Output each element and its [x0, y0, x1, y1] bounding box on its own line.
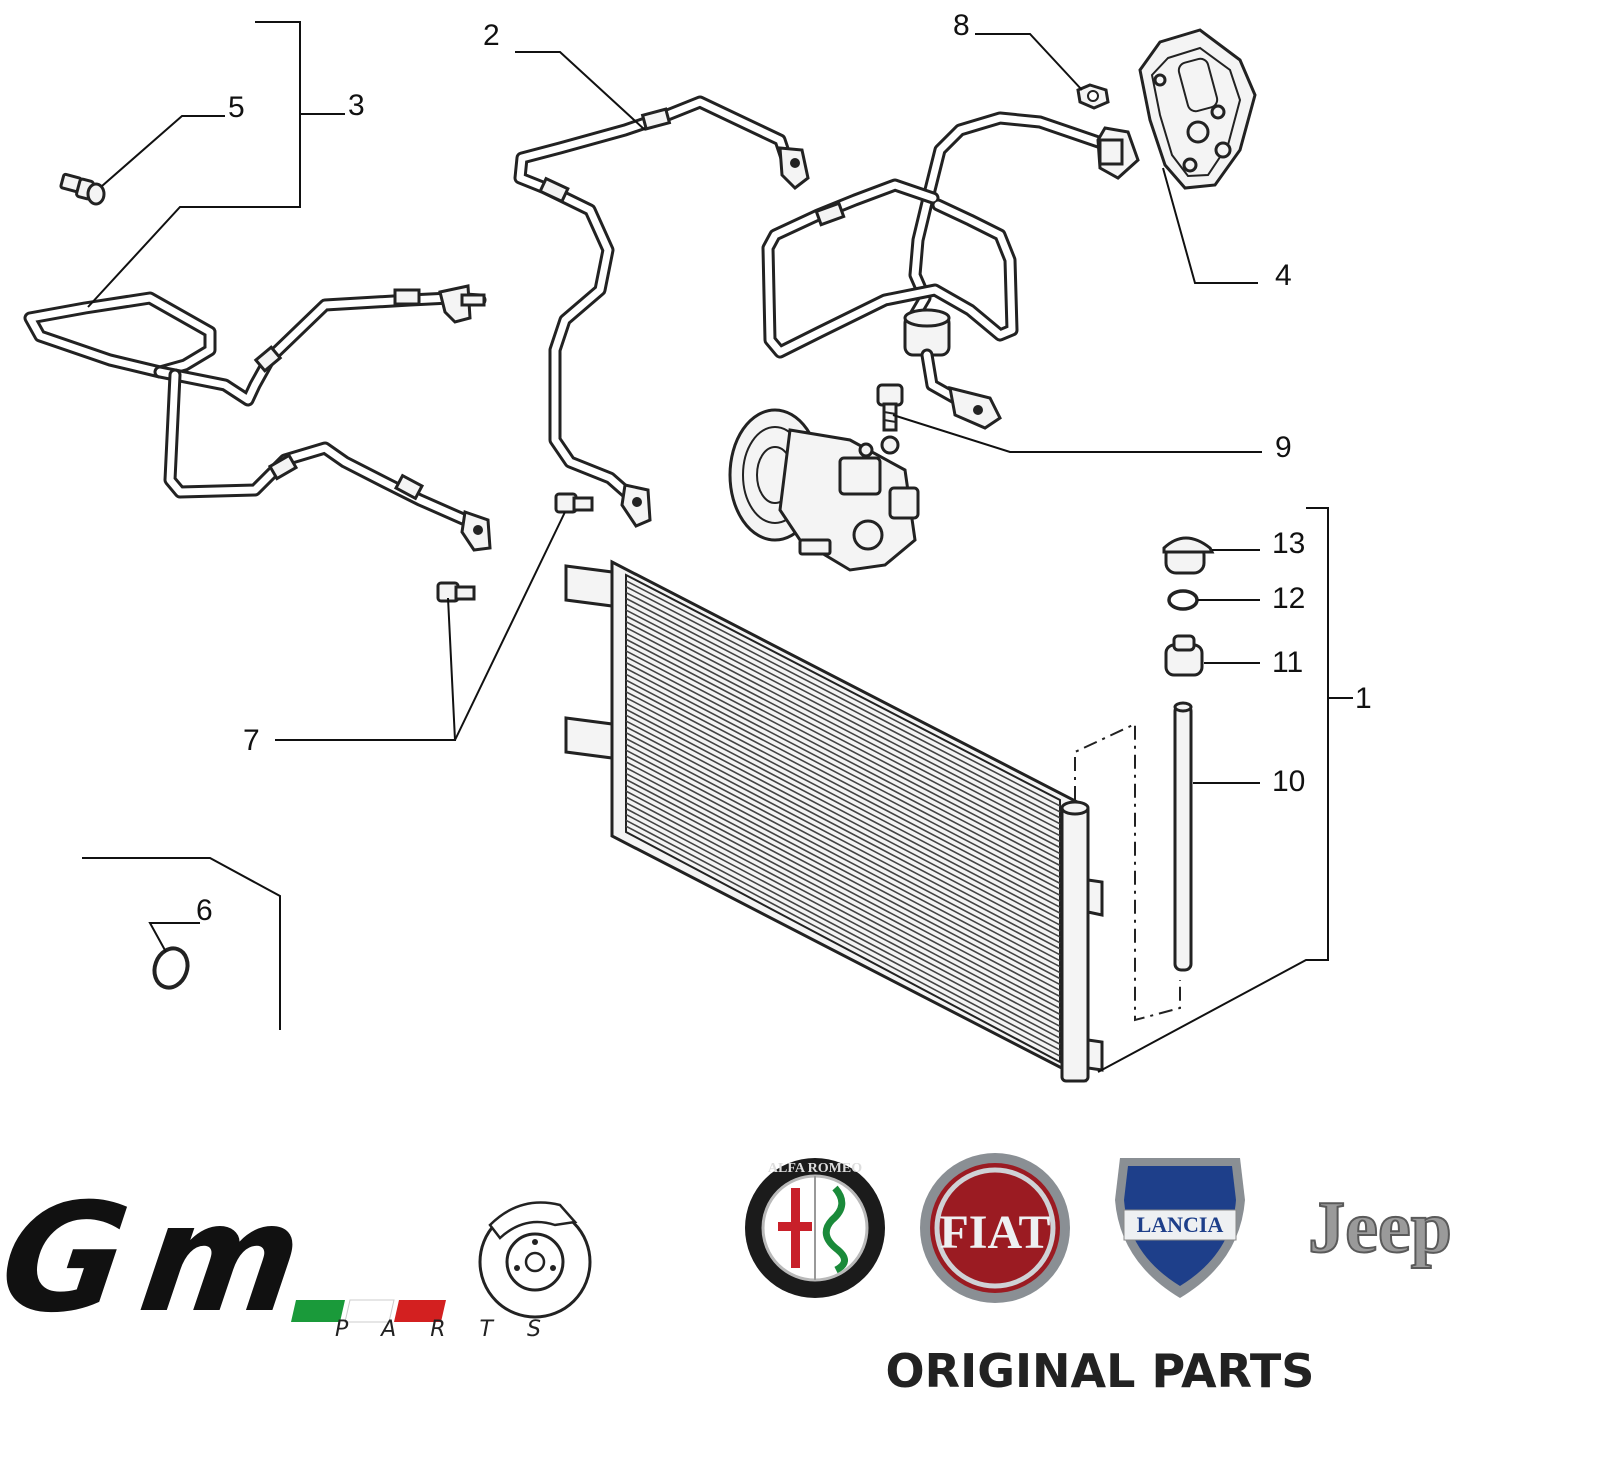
condenser-fin — [625, 731, 1061, 962]
condenser-fin — [625, 591, 1061, 819]
lancia-badge-icon: LANCIA — [1115, 1158, 1245, 1298]
callout-8: 8 — [953, 9, 970, 42]
condenser-fin — [625, 749, 1061, 980]
agm-parts-logo: a G m PARTS — [0, 1171, 592, 1346]
condenser-fin — [625, 621, 1061, 849]
callout-4: 4 — [1275, 259, 1292, 292]
condenser-fin — [625, 609, 1061, 837]
jeep-logo-label: Jeep — [1308, 1187, 1452, 1269]
compressor — [728, 408, 920, 572]
condenser-fin — [625, 603, 1061, 831]
condenser-fin — [625, 673, 1061, 902]
condenser-fin — [625, 778, 1061, 1010]
agm-stripe-green — [291, 1300, 345, 1322]
condenser-fin — [625, 807, 1061, 1039]
condenser-fin — [625, 767, 1061, 998]
condenser-fin — [625, 819, 1061, 1051]
condenser-fin — [625, 585, 1061, 813]
condenser-fin — [625, 714, 1061, 944]
jeep-logo-icon: Jeep — [1307, 1186, 1453, 1270]
agm-subtitle: PARTS — [335, 1317, 575, 1342]
condenser-fin — [625, 615, 1061, 843]
condenser-fin — [625, 580, 1061, 807]
condenser-fin — [625, 656, 1061, 885]
o-ring-6 — [152, 946, 190, 990]
callout-6: 6 — [196, 894, 213, 927]
plug-13 — [1162, 536, 1215, 575]
condenser-fin — [625, 755, 1061, 986]
original-parts-tagline: ORIGINAL PARTS — [886, 1344, 1315, 1398]
callout-12: 12 — [1272, 582, 1305, 615]
condenser-fin — [625, 644, 1061, 873]
condenser-fin — [625, 632, 1061, 861]
callout-labels: 1 2 3 4 5 6 7 8 9 10 11 12 13 — [196, 9, 1372, 927]
condenser-fin — [625, 638, 1061, 867]
pipe-4 — [761, 111, 1140, 430]
condenser-fin — [625, 626, 1061, 855]
condenser-fin — [625, 784, 1061, 1016]
condenser-fin — [625, 802, 1061, 1033]
brake-disc-icon — [478, 1201, 592, 1319]
o-ring-12 — [1167, 589, 1199, 611]
condenser-fin — [625, 737, 1061, 968]
leader-lines — [82, 21, 1353, 1073]
fiat-badge-icon: FIAT — [920, 1153, 1070, 1303]
condenser-fin — [625, 650, 1061, 879]
dryer-tube-10 — [1173, 701, 1193, 972]
condenser-fin — [625, 743, 1061, 974]
condenser-fin — [625, 796, 1061, 1027]
agm-stripe-white — [344, 1299, 395, 1323]
callout-9: 9 — [1275, 431, 1292, 464]
condenser-fin — [625, 790, 1061, 1022]
condenser-fin — [625, 726, 1061, 956]
condenser-fin — [625, 702, 1061, 932]
lancia-badge-label: LANCIA — [1137, 1212, 1224, 1237]
condenser-fin — [625, 661, 1061, 891]
alfa-romeo-badge-label: ALFA ROMEO — [768, 1161, 862, 1176]
bolt-9 — [876, 383, 904, 432]
dryer-cap-11 — [1164, 634, 1204, 677]
callout-11: 11 — [1272, 646, 1303, 679]
condenser-fin — [625, 597, 1061, 825]
bolt-7b — [436, 581, 476, 603]
callout-1: 1 — [1355, 682, 1372, 715]
condenser-fin — [625, 708, 1061, 938]
agm-letter-g: G — [0, 1171, 139, 1346]
condenser-fin — [625, 696, 1061, 926]
condenser-fin — [625, 720, 1061, 950]
alfa-romeo-badge-icon: ALFA ROMEO — [745, 1158, 885, 1298]
callout-7: 7 — [243, 724, 260, 757]
condenser-fin — [625, 691, 1061, 920]
condenser-fin — [625, 685, 1061, 914]
agm-stripe-red — [394, 1300, 446, 1322]
condenser-fin — [625, 772, 1061, 1004]
condenser-fin — [625, 813, 1061, 1045]
callout-2: 2 — [483, 19, 500, 52]
callout-3: 3 — [348, 89, 365, 122]
condenser-fin — [625, 761, 1061, 992]
pipe-2 — [513, 95, 810, 528]
pipe-assembly-3 — [23, 284, 492, 552]
callout-5: 5 — [228, 91, 245, 124]
agm-letter-m: m — [131, 1171, 312, 1346]
bolt-7a — [554, 492, 594, 514]
condenser-fin — [625, 825, 1061, 1057]
condenser-1 — [564, 559, 1181, 1083]
pressure-switch-5 — [59, 172, 106, 206]
callout-10: 10 — [1272, 765, 1305, 798]
callout-13: 13 — [1272, 527, 1305, 560]
nut-8 — [1076, 83, 1110, 110]
fiat-badge-label: FIAT — [939, 1206, 1050, 1259]
condenser-fin — [625, 679, 1061, 908]
gasket-plate — [1138, 28, 1257, 190]
condenser-fin — [625, 667, 1061, 896]
